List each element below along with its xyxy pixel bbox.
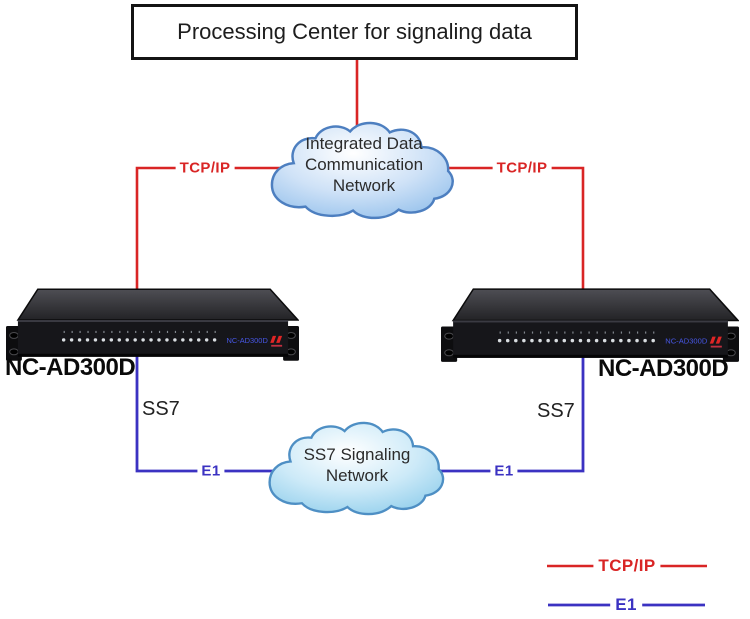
- data-network-cloud-label: Integrated Data Communication Network: [304, 134, 424, 195]
- ss7-label-right: SS7: [537, 400, 575, 422]
- tcpip-line-right: [435, 166, 585, 293]
- cloud-shape: [268, 421, 445, 516]
- device-panel-model-text: NC-AD300D: [226, 336, 268, 345]
- ss7-network-cloud: [268, 421, 445, 516]
- chassis-top: [16, 288, 299, 321]
- device-left-caption: NC-AD300D: [5, 354, 136, 381]
- device-left: NC-AD300D: [6, 288, 299, 361]
- brand-logo-icon: [270, 335, 283, 347]
- cloud-shape: [270, 121, 454, 220]
- brand-logo-icon: [709, 336, 722, 348]
- data-network-cloud: [270, 121, 454, 220]
- legend-tcpip-label: TCP/IP: [593, 556, 661, 576]
- device-right: NC-AD300D: [441, 288, 739, 362]
- e1-label-right: E1: [490, 462, 518, 480]
- e1-line-left: [135, 350, 330, 473]
- processing-center-box: Processing Center for signaling data: [131, 4, 578, 60]
- device-panel-model-text: NC-AD300D: [665, 337, 708, 346]
- e1-label-left: E1: [197, 462, 225, 480]
- ss7-label-left: SS7: [142, 398, 180, 420]
- legend-e1-label: E1: [610, 595, 642, 615]
- e1-line-right: [400, 350, 585, 473]
- tcpip-label-left: TCP/IP: [175, 159, 235, 177]
- ss7-network-cloud-label: SS7 Signaling Network: [303, 445, 411, 485]
- device-right-caption: NC-AD300D: [598, 355, 729, 382]
- chassis-top: [451, 288, 739, 322]
- tcpip-label-right: TCP/IP: [492, 159, 552, 177]
- processing-center-label: Processing Center for signaling data: [177, 19, 532, 44]
- tcpip-line-left: [135, 166, 300, 293]
